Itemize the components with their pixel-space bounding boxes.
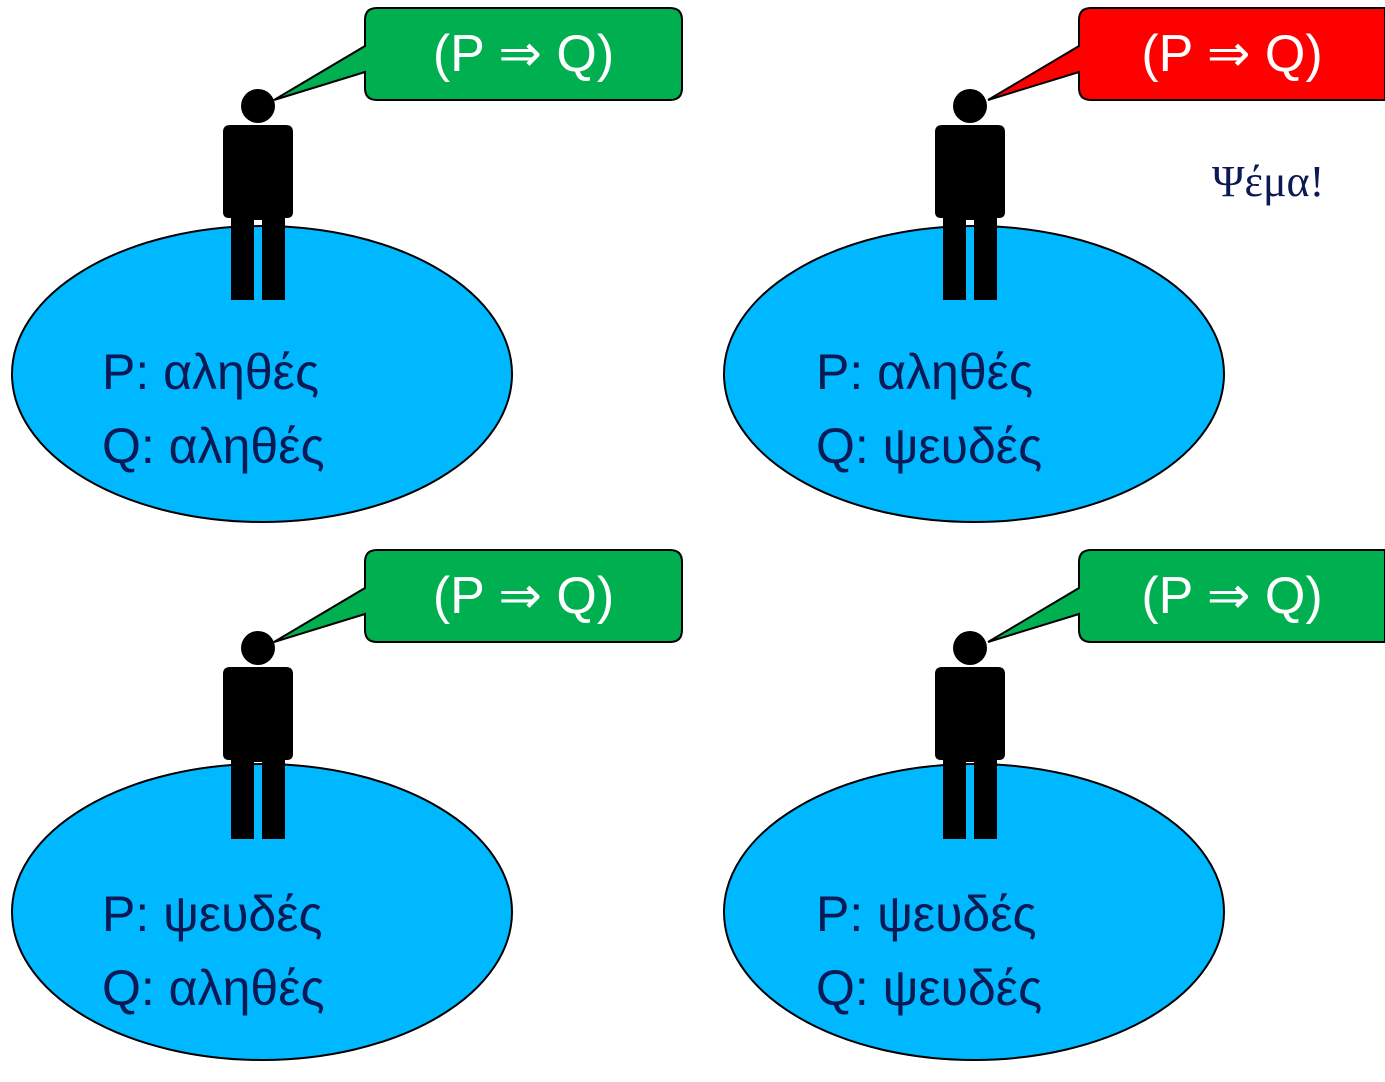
speech-bubble <box>273 7 683 101</box>
person-icon <box>223 631 293 839</box>
world-scene-4 <box>723 549 1385 1061</box>
speech-bubble <box>273 549 683 643</box>
q-value: Q: αληθές <box>102 418 325 474</box>
world-panel-2: (P ⇒ Q) Ψέμα! P: αληθές Q: ψευδές <box>714 0 1385 540</box>
q-value: Q: ψευδές <box>816 960 1043 1016</box>
q-value: Q: αληθές <box>102 960 325 1016</box>
person-icon <box>935 631 1005 839</box>
world-scene-1 <box>11 7 683 523</box>
world-panel-4: (P ⇒ Q) P: ψευδές Q: ψευδές <box>714 542 1385 1082</box>
speech-bubble <box>987 7 1385 101</box>
p-value: P: ψευδές <box>102 886 323 942</box>
statement-text: (P ⇒ Q) <box>432 567 615 625</box>
world-panel-3: (P ⇒ Q) P: ψευδές Q: αληθές <box>0 542 700 1082</box>
person-icon <box>223 89 293 300</box>
world-scene-2 <box>723 7 1385 523</box>
person-icon <box>935 89 1005 300</box>
statement-text: (P ⇒ Q) <box>1141 25 1323 83</box>
statement-text: (P ⇒ Q) <box>432 25 615 83</box>
speech-bubble <box>987 549 1385 643</box>
q-value: Q: ψευδές <box>816 418 1043 474</box>
p-value: P: αληθές <box>816 344 1034 400</box>
lie-verdict: Ψέμα! <box>1212 157 1325 206</box>
statement-text: (P ⇒ Q) <box>1141 567 1323 625</box>
world-scene-3 <box>11 549 683 1061</box>
world-panel-1: (P ⇒ Q) P: αληθές Q: αληθές <box>0 0 700 540</box>
p-value: P: ψευδές <box>816 886 1037 942</box>
p-value: P: αληθές <box>102 344 320 400</box>
